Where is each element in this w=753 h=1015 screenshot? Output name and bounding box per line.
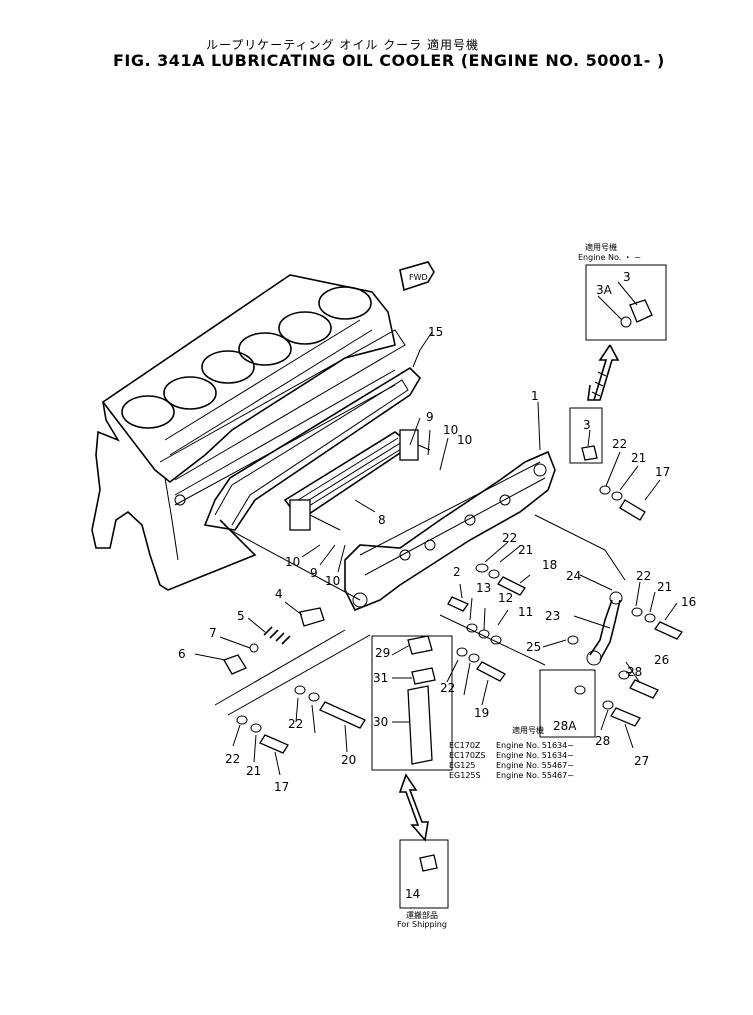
shipping-note-en: For Shipping [397,920,447,929]
callouts: 1 2 3 3A 3 4 5 6 7 8 9 10 10 9 10 10 11 … [178,270,696,901]
callout: 10 [457,433,472,447]
callout: 26 [654,653,669,667]
row-engine: Engine No. 51634~ [496,741,574,750]
double-arrow-lower [398,773,429,842]
double-arrow-upper [587,344,620,401]
inset-box-28a [539,669,596,738]
callout: 22 [225,752,240,766]
callout: 20 [341,753,356,767]
callout: 22 [636,569,651,583]
callout: 12 [498,591,513,605]
callout: 3A [596,283,613,297]
callout: 14 [405,887,420,901]
callout: 1 [531,389,539,403]
engine-block [91,274,406,601]
row-model: EG125 [449,761,476,770]
callout: 19 [474,706,489,720]
callout: 22 [612,437,627,451]
callout: 2 [453,565,461,579]
callout: 28 [627,665,642,679]
pipe-23 [567,591,623,666]
callout: 17 [274,780,289,794]
callout: 28 [595,734,610,748]
callout: 13 [476,581,491,595]
inset-box-29-31 [371,635,453,771]
callout: 25 [526,640,541,654]
figure-title: FIG. 341A LUBRICATING OIL COOLER (ENGINE… [113,51,665,70]
callout: 22 [502,531,517,545]
callout: 10 [285,555,300,569]
callout: 3 [583,418,591,432]
gasket-15 [203,349,422,531]
fwd-label: FWD [409,273,428,282]
cooler-cover-1 [344,450,626,666]
callout: 21 [518,543,533,557]
plug-and-valve-parts [214,607,371,716]
callout: 30 [373,715,388,729]
callout: 21 [246,764,261,778]
callout: 21 [657,580,672,594]
callout: 3 [623,270,631,284]
callout: 28A [553,719,577,733]
callout: 6 [178,647,186,661]
row-model: EC170Z [449,741,481,750]
leader-lines [194,281,678,776]
callout: 31 [373,671,388,685]
callout: 10 [443,423,458,437]
forward-arrow: FWD [399,261,435,292]
row-engine: Engine No. 51634~ [496,751,574,760]
applicability-box-top: 適用号機 Engine No. ・ ~ [578,242,667,341]
callout: 8 [378,513,386,527]
callout: 9 [310,566,318,580]
row-engine: Engine No. 55467~ [496,761,574,770]
callout: 11 [518,605,533,619]
callout: 21 [631,451,646,465]
callout: 23 [545,609,560,623]
callout: 22 [288,717,303,731]
callout: 29 [375,646,390,660]
callout: 7 [209,626,217,640]
callout: 17 [655,465,670,479]
part-3-box [569,407,603,464]
callout: 16 [681,595,696,609]
table-jp: 適用号機 [512,725,544,735]
cooler-element-8 [283,429,431,531]
callout: 4 [275,587,283,601]
bolts-and-washers [236,454,683,754]
callout: 10 [325,574,340,588]
engine-applicability-table: 適用号機 EC170Z Engine No. 51634~ EC170ZS En… [449,725,574,780]
applicability-jp: 適用号機 [585,242,617,252]
applicability-line: Engine No. ・ ~ [578,253,641,262]
callout: 5 [237,609,245,623]
row-model: EG125S [449,771,481,780]
callout: 22 [440,681,455,695]
row-engine: Engine No. 55467~ [496,771,574,780]
callout: 18 [542,558,557,572]
callout: 27 [634,754,649,768]
shipping-note-jp: 運搬部品 [406,910,438,920]
row-model: EC170ZS [449,751,485,760]
title-japanese: ループリケーティング オイル クーラ 適用号機 [206,38,480,52]
callout: 15 [428,325,443,339]
callout: 24 [566,569,581,583]
callout: 9 [426,410,434,424]
shipping-box-14: 運搬部品 For Shipping [397,839,449,929]
